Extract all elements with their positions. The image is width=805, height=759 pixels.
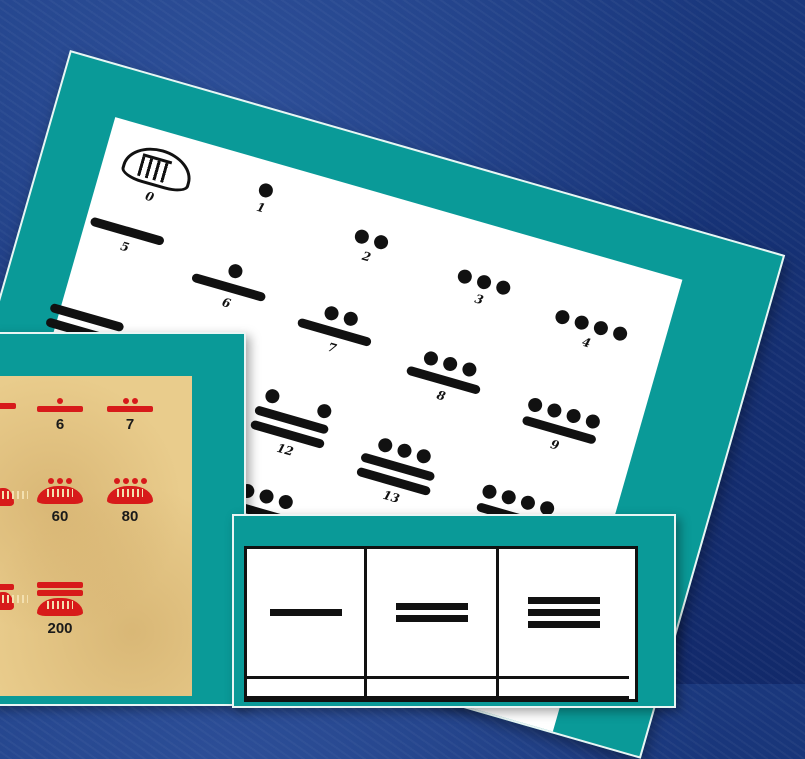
red-numeral-6: 6 [30, 398, 90, 433]
red-numeral-label: 7 [100, 416, 160, 433]
numeral-13: 13 [351, 433, 445, 515]
red-numeral-200: 200 [30, 580, 90, 637]
red-numeral-partial [0, 576, 22, 610]
shell-icon [37, 486, 83, 504]
table-cell-one-bar [247, 549, 367, 679]
numeral-label: 1 [245, 197, 278, 219]
numeral-7: 7 [292, 298, 382, 365]
red-numeral-60: 60 [30, 478, 90, 525]
red-numeral-label: 200 [30, 620, 90, 637]
numeral-12: 12 [245, 386, 339, 468]
table-cell-empty [247, 679, 367, 699]
numeral-9: 9 [510, 394, 609, 464]
shell-icon [37, 598, 83, 616]
table-cell-three-bars [499, 549, 629, 679]
numeral-4: 4 [541, 306, 636, 362]
bars-table-card [232, 514, 676, 708]
numeral-8: 8 [401, 346, 491, 413]
red-numeral-80: 80 [100, 478, 160, 525]
numeral-3: 3 [439, 264, 525, 317]
red-numeral-label: 6 [30, 416, 90, 433]
numeral-0: 0 [114, 140, 197, 213]
numeral-1: 1 [245, 180, 283, 219]
shell-icon [107, 486, 153, 504]
red-numeral-partial [0, 401, 32, 409]
red-numeral-partial [0, 486, 22, 506]
red-numeral-label: 60 [30, 508, 90, 525]
red-numeral-label: 80 [100, 508, 160, 525]
table-cell-two-bars [367, 549, 499, 679]
aged-paper: 6 7 60 80 200 [0, 376, 192, 696]
red-numeral-7: 7 [100, 398, 160, 433]
numeral-6: 6 [186, 253, 276, 320]
numeral-5: 5 [85, 211, 171, 265]
red-numerals-card: 6 7 60 80 200 [0, 332, 246, 706]
numerals-table [244, 546, 638, 702]
numeral-2: 2 [336, 224, 402, 271]
table-cell-empty [499, 679, 629, 699]
table-cell-empty [367, 679, 499, 699]
